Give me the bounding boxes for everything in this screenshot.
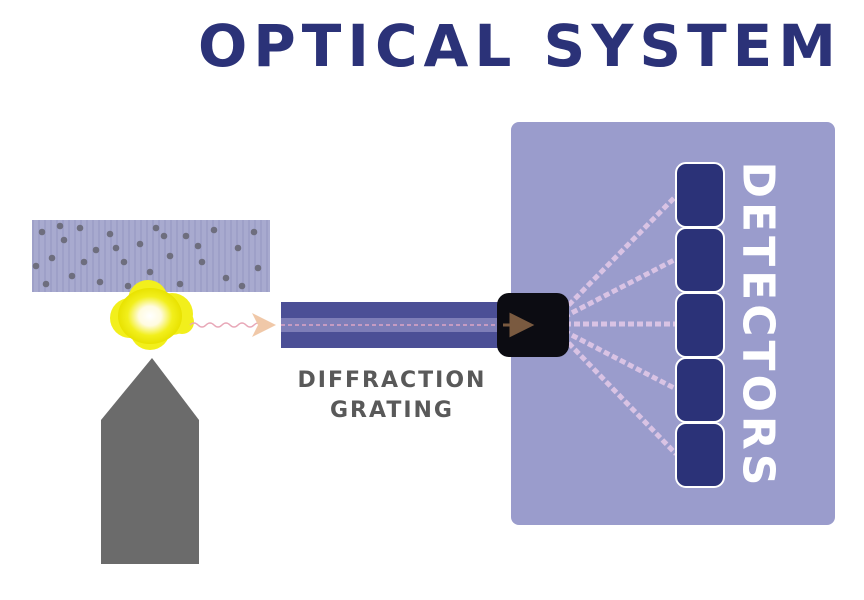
diffraction-grating-label: DIFFRACTION GRATING	[282, 366, 502, 426]
photon-arrowhead	[252, 313, 276, 337]
detectors-label: DETECTORS	[722, 161, 794, 489]
photon-wave	[189, 322, 271, 328]
diffracted-beams	[554, 194, 678, 456]
detectors-label-text: DETECTORS	[732, 161, 784, 489]
detector-cell	[675, 357, 725, 423]
diffraction-grating	[281, 302, 511, 348]
detector-cell	[675, 422, 725, 488]
probe-electrode	[101, 358, 199, 564]
detector-cell	[675, 227, 725, 293]
diagram-title: OPTICAL SYSTEM	[197, 12, 842, 80]
grating-box-arrow	[503, 312, 535, 338]
detector-cell	[675, 292, 725, 358]
grating-label-line1: DIFFRACTION	[297, 368, 487, 393]
detector-cell	[675, 162, 725, 228]
light-emission	[110, 280, 194, 350]
grating-label-line2: GRATING	[330, 398, 454, 423]
sample-block	[32, 220, 270, 292]
detector-array	[675, 162, 725, 488]
